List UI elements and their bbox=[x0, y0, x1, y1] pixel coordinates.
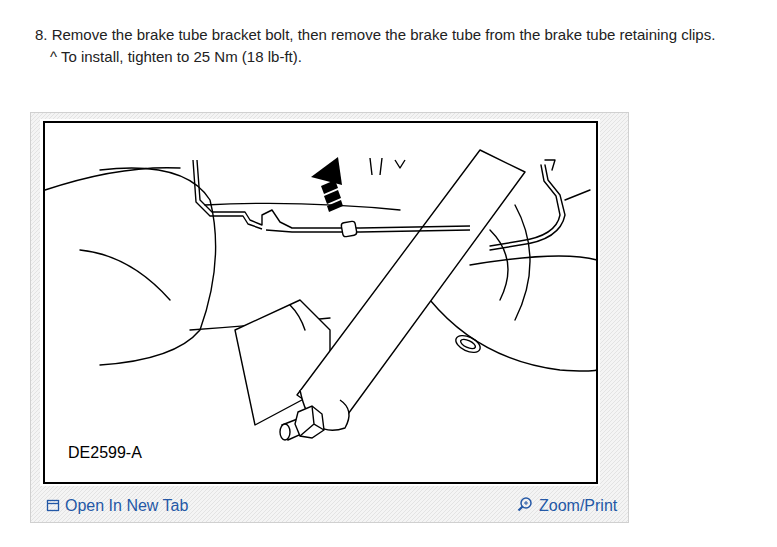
shock-absorber bbox=[297, 150, 525, 430]
axle-edge bbox=[45, 168, 180, 190]
axle-edge bbox=[205, 203, 400, 210]
hub-edge bbox=[470, 256, 597, 265]
tube-clip bbox=[453, 332, 482, 356]
axle-end bbox=[100, 168, 216, 365]
hub-edge bbox=[515, 205, 530, 320]
brake-tube bbox=[193, 160, 262, 229]
new-tab-icon bbox=[48, 501, 59, 511]
figure-panel bbox=[31, 113, 629, 523]
link-text: Zoom/Print bbox=[539, 496, 617, 515]
zoom-icon-handle bbox=[519, 507, 523, 511]
new-tab-icon-bar bbox=[48, 503, 59, 504]
install-note: ^ To install, tighten to 25 Nm (18 lb-ft… bbox=[50, 48, 302, 66]
hub-edge bbox=[490, 230, 508, 300]
arrow-dash bbox=[327, 200, 343, 212]
figure-frame bbox=[44, 122, 597, 483]
new-tab-icon-frame bbox=[48, 501, 59, 511]
removal-arrow bbox=[311, 157, 343, 212]
axle-edge bbox=[80, 250, 170, 300]
step-instruction: 8. Remove the brake tube bracket bolt, t… bbox=[35, 26, 715, 44]
shock-body bbox=[297, 150, 525, 425]
brake-fitting bbox=[545, 160, 555, 170]
link-text: Open In New Tab bbox=[65, 496, 188, 515]
brake-tube bbox=[565, 190, 590, 200]
zoom-icon-plus bbox=[526, 501, 527, 505]
brake-tube bbox=[266, 230, 470, 232]
shock-detail bbox=[395, 160, 405, 168]
tube-bracket bbox=[341, 221, 357, 237]
bracket-bolt bbox=[280, 406, 324, 440]
arrow-head bbox=[311, 157, 342, 185]
bracket-edge bbox=[290, 305, 305, 330]
hub-edge bbox=[430, 300, 597, 371]
figure-code: DE2599-A bbox=[68, 443, 142, 462]
hex-nut bbox=[295, 406, 324, 438]
zoom-icon bbox=[519, 498, 532, 511]
bolt-end bbox=[280, 424, 290, 440]
hex-nut-edge bbox=[300, 406, 324, 436]
figure-mat bbox=[40, 119, 600, 486]
shock-detail bbox=[370, 158, 382, 175]
tube-clip bbox=[459, 337, 476, 350]
